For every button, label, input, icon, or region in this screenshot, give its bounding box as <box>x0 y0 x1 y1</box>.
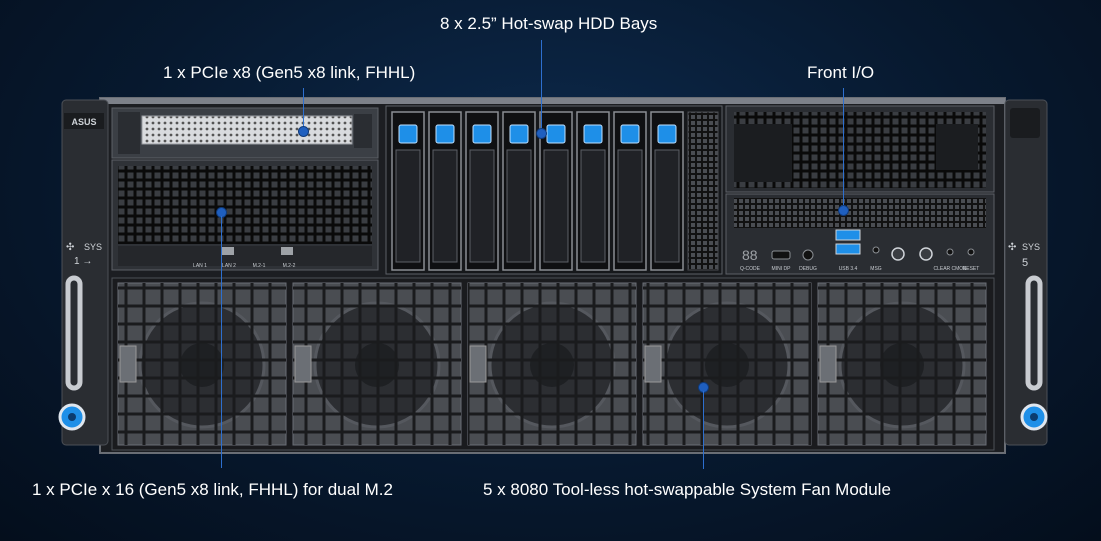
io-label-qcode: Q-CODE <box>740 266 761 272</box>
left-rack-ear <box>58 99 109 446</box>
left-fan-icon: ✣ <box>66 242 74 253</box>
hdd-bay-latch[interactable] <box>398 124 418 144</box>
pcie-x16-slot[interactable] <box>111 159 379 271</box>
hdd-bay-2[interactable] <box>428 111 462 271</box>
io-label-minidp: MINI DP <box>772 266 792 272</box>
front-io-label: Front I/O <box>807 63 875 82</box>
hdd-bay-latch[interactable] <box>583 124 603 144</box>
front-io-dot <box>838 205 848 215</box>
pcie-x8-label: 1 x PCIe x8 (Gen5 x8 link, FHHL) <box>163 63 416 82</box>
rear-port-labels: LAN 1 LAN 2 M.2-1 M.2-2 <box>193 247 296 269</box>
fan-handle[interactable] <box>119 345 137 383</box>
fan-module-1[interactable] <box>117 282 287 446</box>
right-sys-label: SYS <box>1022 242 1040 252</box>
hdd-bay-8[interactable] <box>650 111 684 271</box>
power-button[interactable] <box>891 247 905 261</box>
hdd-bay-1[interactable] <box>391 111 425 271</box>
fan-module-3[interactable] <box>467 282 637 446</box>
hdd-bay-4[interactable] <box>502 111 536 271</box>
left-sys-number: 1 → <box>74 256 92 267</box>
right-fan-icon: ✣ <box>1008 242 1016 253</box>
io-label-reset: RESET <box>963 266 980 272</box>
io-label-debug: DEBUG <box>799 266 817 272</box>
front-io-vent <box>725 105 995 193</box>
msg-led <box>872 246 880 254</box>
front-io-panel: 88 Q-CODE MINI DP DEBUG USB 3.4 MSG CLEA… <box>725 193 995 275</box>
usb-port-2[interactable] <box>835 243 861 255</box>
io-label-clear-cmos: CLEAR CMOS <box>933 266 967 272</box>
pcie-x16-label: 1 x PCIe x 16 (Gen5 x8 link, FHHL) for d… <box>32 480 393 499</box>
port-label-lan2: LAN 2 <box>222 263 236 269</box>
port-label-m21: M.2-1 <box>253 263 266 269</box>
pcie-top-dot <box>298 126 308 136</box>
hdd-bay-5[interactable] <box>539 111 573 271</box>
power-led <box>919 247 933 261</box>
hdd-bay-7[interactable] <box>613 111 647 271</box>
port-label-lan1: LAN 1 <box>193 263 207 269</box>
fan-module-2[interactable] <box>292 282 462 446</box>
qcode-display: 88 <box>742 247 758 263</box>
right-rack-ear <box>1004 99 1048 446</box>
io-label-usb: USB 3.4 <box>839 266 858 272</box>
hdd-bay-latch[interactable] <box>472 124 492 144</box>
debug-port[interactable] <box>802 249 814 261</box>
hdd-bay-dot <box>536 128 546 138</box>
fan-handle[interactable] <box>644 345 662 383</box>
pcie-x8-slot[interactable] <box>111 107 379 159</box>
usb-port-1[interactable] <box>835 229 861 241</box>
hdd-bay-3[interactable] <box>465 111 499 271</box>
port-label-m22: M.2-2 <box>283 263 296 269</box>
hdd-bays-label: 8 x 2.5” Hot-swap HDD Bays <box>440 14 658 33</box>
hdd-bay-latch[interactable] <box>435 124 455 144</box>
hdd-bay-latch[interactable] <box>509 124 529 144</box>
asus-logo: ASUS <box>71 117 96 127</box>
io-label-msg: MSG <box>870 266 882 272</box>
fan-module-label: 5 x 8080 Tool-less hot-swappable System … <box>483 480 891 499</box>
fan-dot <box>698 382 708 392</box>
hdd-bay-6[interactable] <box>576 111 610 271</box>
pcie-bottom-dot <box>216 207 226 217</box>
hdd-bay-latch[interactable] <box>620 124 640 144</box>
fan-handle[interactable] <box>294 345 312 383</box>
clear-cmos-button[interactable] <box>946 248 954 256</box>
right-sys-number: 5 <box>1022 257 1028 269</box>
hdd-bay-latch[interactable] <box>657 124 677 144</box>
mini-dp-port[interactable] <box>771 250 791 260</box>
fan-handle[interactable] <box>819 345 837 383</box>
fan-handle[interactable] <box>469 345 487 383</box>
fan-module-4[interactable] <box>642 282 812 446</box>
reset-button[interactable] <box>967 248 975 256</box>
hdd-bay-latch[interactable] <box>546 124 566 144</box>
fan-module-5[interactable] <box>817 282 987 446</box>
left-sys-label: SYS <box>84 242 102 252</box>
